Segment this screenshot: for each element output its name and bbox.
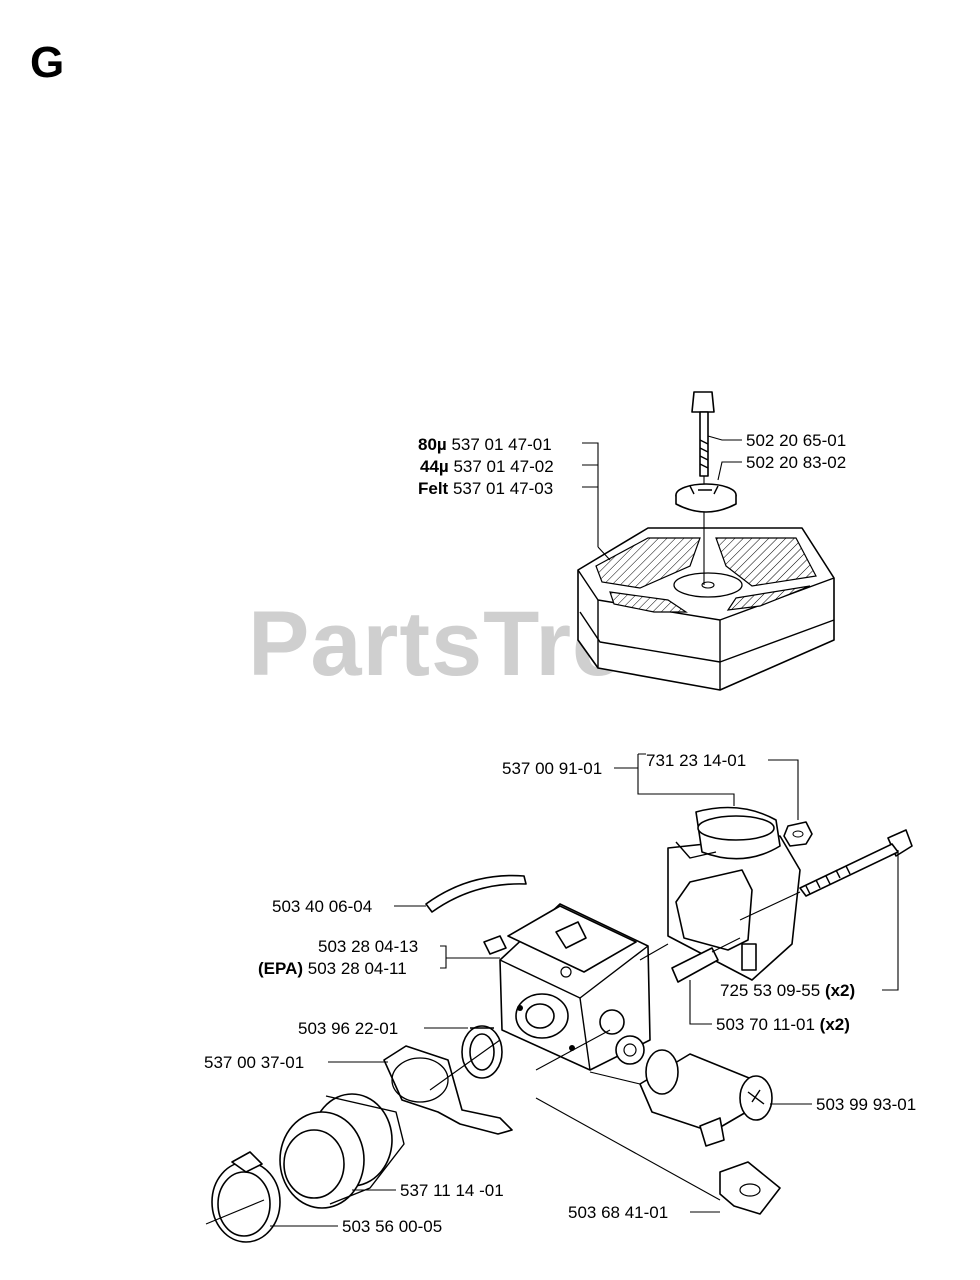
label-nut-knob: 502 20 83-02: [746, 453, 846, 472]
leader-bolt: [707, 435, 742, 441]
svg-text:(EPA) 503 28 04-11: (EPA) 503 28 04-11: [258, 959, 407, 978]
label-carburetor: 503 28 04-13: [318, 937, 418, 956]
leader-sleeve: [689, 980, 712, 1025]
leader-carburetor: [440, 945, 500, 969]
svg-text:44µ 537 01 47-02: 44µ 537 01 47-02: [420, 457, 554, 476]
leader-nut-knob: [717, 461, 742, 481]
leader-small-bracket: [535, 1097, 721, 1213]
knob-nut-icon: [675, 483, 737, 513]
hose-clamp-icon: [205, 1151, 281, 1243]
leader-nut-top: [768, 759, 799, 820]
label-filter-felt: Felt 537 01 47-03: [418, 479, 553, 498]
insulator-block-icon: [667, 806, 801, 981]
leader-filter-group: [582, 442, 611, 561]
label-clamp-bracket: 537 00 37-01: [204, 1053, 304, 1072]
section-letter: G: [30, 38, 64, 87]
intake-boot-icon: [279, 1093, 405, 1209]
leader-gasket-set: [614, 753, 735, 806]
label-nut-top: 731 23 14-01: [646, 751, 746, 770]
long-screw-icon: [739, 829, 913, 921]
svg-text:80µ 537 01 47-01: 80µ 537 01 47-01: [418, 435, 552, 454]
small-nut-icon: [783, 821, 813, 847]
filter-mesh-top: [595, 537, 817, 613]
throttle-part-icon: [639, 1049, 773, 1147]
label-hose-clamp: 503 56 00-05: [342, 1217, 442, 1236]
label-filter-80: 80µ 537 01 47-01: [418, 435, 552, 454]
label-gasket-set: 537 00 91-01: [502, 759, 602, 778]
svg-text:503 70 11-01 (x2): 503 70 11-01 (x2): [716, 1015, 850, 1034]
label-throttle-part: 503 99 93-01: [816, 1095, 916, 1114]
clamp-bracket-icon: [383, 1045, 513, 1135]
label-seal-ring: 503 96 22-01: [298, 1019, 398, 1038]
sleeve-icon: [671, 937, 741, 983]
assembly-axis-lines: [429, 943, 669, 1091]
label-sleeve: 503 70 11-01 (x2): [716, 1015, 850, 1034]
leader-long-screw: [882, 850, 899, 991]
label-intake-boot: 537 11 14 -01: [400, 1181, 504, 1200]
label-long-screw: 725 53 09-55 (x2): [720, 981, 855, 1000]
seal-ring-icon: [461, 1025, 503, 1079]
label-fuel-hose: 503 40 06-04: [272, 897, 372, 916]
label-filter-44: 44µ 537 01 47-02: [420, 457, 554, 476]
fuel-hose-icon: [425, 874, 527, 913]
label-carburetor-epa: (EPA) 503 28 04-11: [258, 959, 407, 978]
svg-text:Felt 537 01 47-03: Felt 537 01 47-03: [418, 479, 553, 498]
small-bracket-icon: [719, 1161, 781, 1215]
carburetor-icon: [483, 903, 651, 1071]
label-small-bracket: 503 68 41-01: [568, 1203, 668, 1222]
label-bolt: 502 20 65-01: [746, 431, 846, 450]
svg-text:725 53 09-55 (x2): 725 53 09-55 (x2): [720, 981, 855, 1000]
